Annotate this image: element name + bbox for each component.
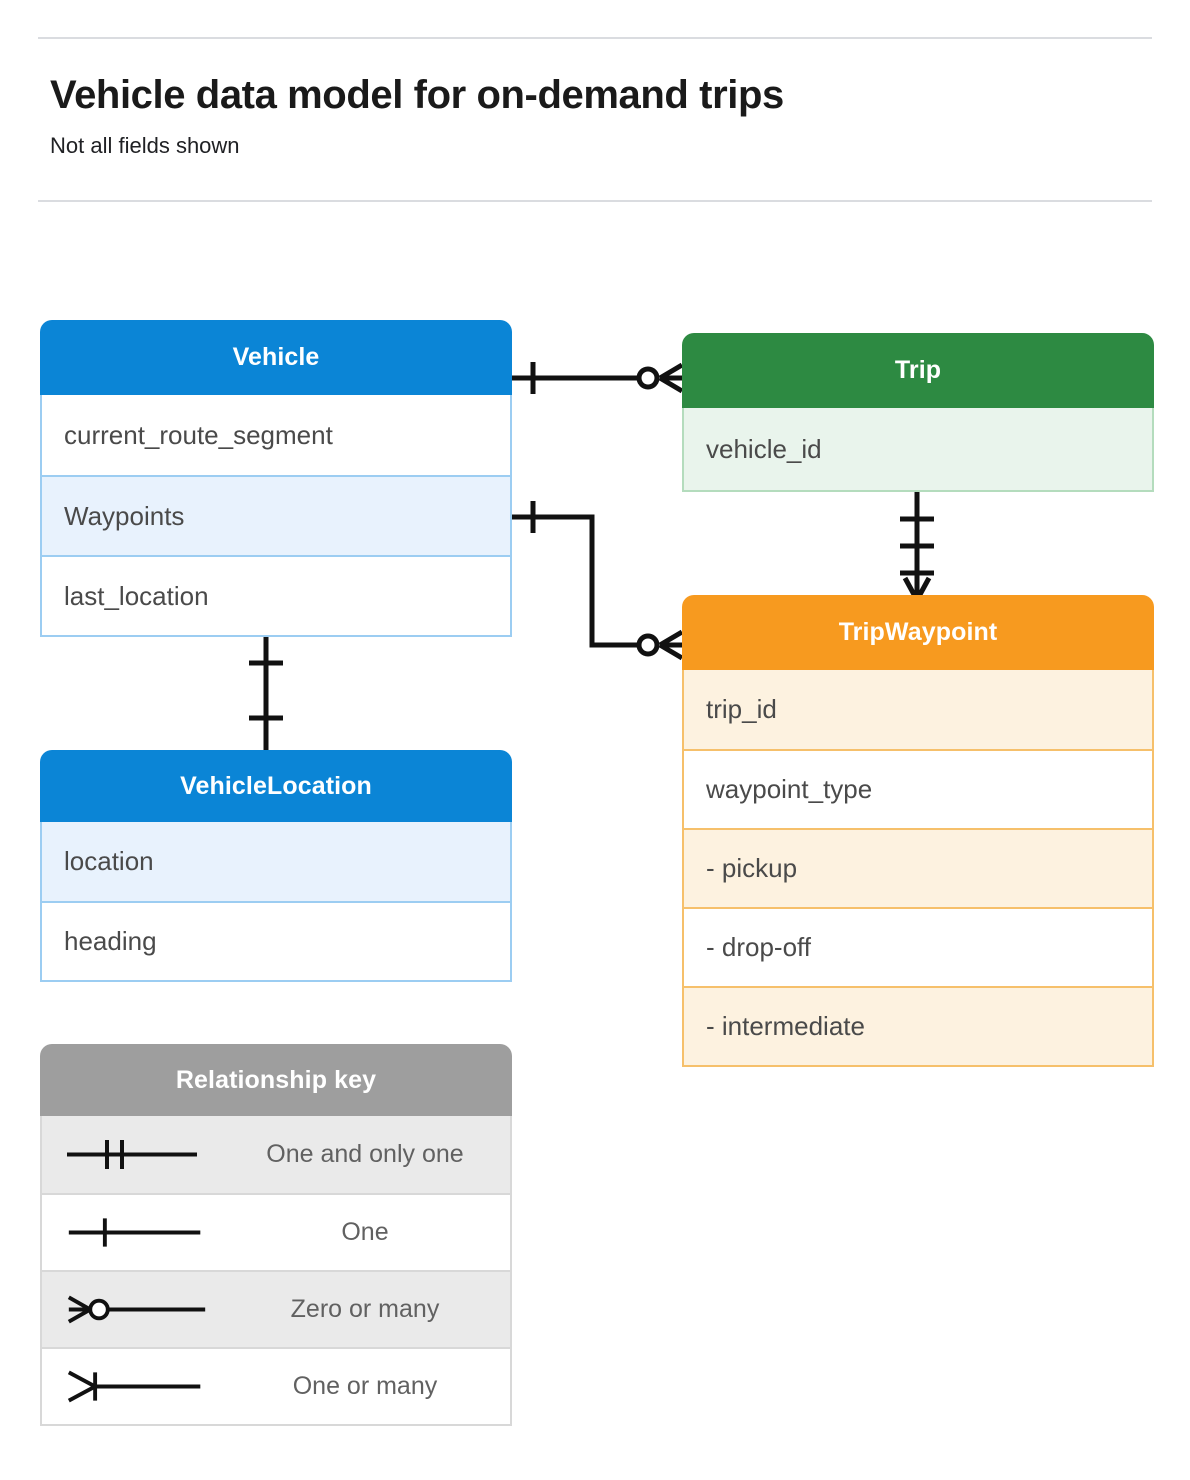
zero-or-many-icon (42, 1272, 232, 1347)
entity-vehicle[interactable]: Vehicle current_route_segment Waypoints … (40, 320, 512, 637)
field-label: - intermediate (706, 1011, 865, 1041)
entity-vehiclelocation-fields: location heading (40, 822, 512, 982)
legend-rows: One and only one One (40, 1116, 512, 1426)
connector-waypoints-tripwaypoint (512, 514, 640, 648)
field-row[interactable]: trip_id (684, 670, 1152, 749)
field-label: vehicle_id (706, 433, 822, 464)
field-label: location (64, 846, 154, 876)
field-row[interactable]: Waypoints (42, 475, 510, 555)
field-label: - drop-off (706, 932, 812, 962)
field-row[interactable]: heading (42, 901, 510, 980)
entity-vehiclelocation-header: VehicleLocation (40, 750, 512, 822)
one-icon (42, 1195, 232, 1270)
legend-row[interactable]: One (42, 1193, 510, 1270)
legend-title: Relationship key (175, 1065, 377, 1094)
field-label: trip_id (706, 694, 777, 724)
legend-label: Zero or many (290, 1295, 440, 1323)
field-label: Waypoints (64, 500, 185, 531)
one-or-many-icon (42, 1349, 232, 1424)
entity-vehicle-fields: current_route_segment Waypoints last_loc… (40, 395, 512, 637)
legend-relationship-key[interactable]: Relationship key One and only one (40, 1044, 512, 1426)
field-label: heading (64, 926, 157, 956)
field-row[interactable]: last_location (42, 555, 510, 635)
entity-vehiclelocation[interactable]: VehicleLocation location heading (40, 750, 512, 982)
one-and-only-one-icon (42, 1116, 232, 1193)
entity-tripwaypoint-header: TripWaypoint (682, 595, 1154, 670)
legend-label: One or many (292, 1372, 438, 1400)
entity-tripwaypoint[interactable]: TripWaypoint trip_id waypoint_type - pic… (682, 595, 1154, 1067)
page-title: Vehicle data model for on-demand trips (50, 73, 784, 117)
entity-vehicle-header: Vehicle (40, 320, 512, 395)
field-label: last_location (64, 580, 209, 611)
field-row[interactable]: current_route_segment (42, 395, 510, 475)
legend-row[interactable]: Zero or many (42, 1270, 510, 1347)
entity-tripwaypoint-title: TripWaypoint (838, 618, 998, 646)
page-subtitle: Not all fields shown (50, 133, 240, 158)
field-label: - pickup (706, 853, 798, 883)
field-row[interactable]: location (42, 822, 510, 901)
entity-trip-fields: vehicle_id (682, 408, 1154, 492)
field-row[interactable]: - pickup (684, 828, 1152, 907)
header-divider-top (38, 37, 1152, 39)
legend-row[interactable]: One and only one (42, 1116, 510, 1193)
field-label: current_route_segment (64, 419, 333, 450)
field-row[interactable]: waypoint_type (684, 749, 1152, 828)
legend-header: Relationship key (40, 1044, 512, 1116)
field-label: waypoint_type (706, 774, 873, 804)
header-divider-bottom (38, 200, 1152, 202)
entity-trip-title: Trip (894, 356, 942, 384)
entity-trip[interactable]: Trip vehicle_id (682, 333, 1154, 492)
entity-trip-header: Trip (682, 333, 1154, 408)
field-row[interactable]: - intermediate (684, 986, 1152, 1065)
field-row[interactable]: - drop-off (684, 907, 1152, 986)
entity-vehicle-title: Vehicle (232, 343, 320, 371)
legend-label: One (341, 1218, 389, 1246)
entity-tripwaypoint-fields: trip_id waypoint_type - pickup - drop-of… (682, 670, 1154, 1067)
legend-row[interactable]: One or many (42, 1347, 510, 1424)
entity-vehiclelocation-title: VehicleLocation (180, 771, 372, 800)
field-row[interactable]: vehicle_id (684, 408, 1152, 490)
legend-label: One and only one (266, 1140, 464, 1168)
